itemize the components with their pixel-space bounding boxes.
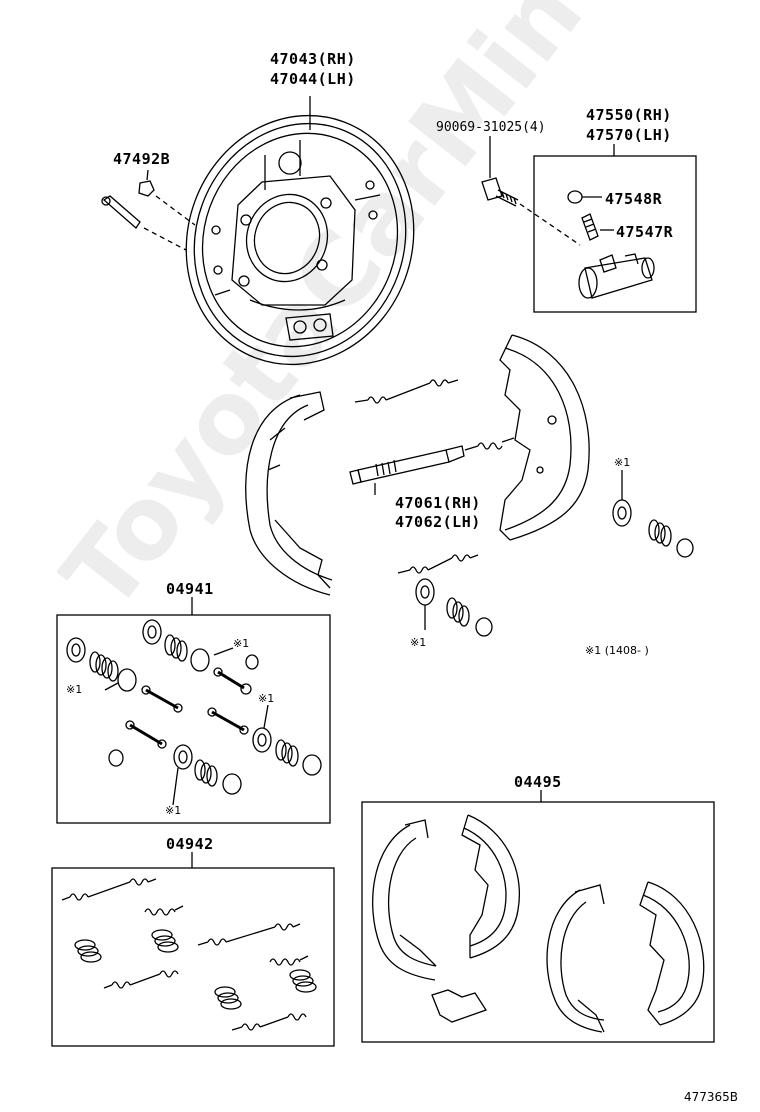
dashed-guide [143, 195, 196, 251]
shoe-kit-parts[interactable] [372, 814, 705, 1033]
spring-kit-parts[interactable] [61, 878, 317, 1031]
plug-part[interactable] [101, 180, 155, 229]
label-cup-kit[interactable]: 04941 [166, 580, 214, 598]
return-spring-lower[interactable] [397, 554, 479, 574]
label-shoe-kit[interactable]: 04495 [514, 773, 562, 791]
label-adjuster-lh[interactable]: 47062(LH) [395, 513, 481, 531]
figure-number: 477365B [683, 1090, 738, 1104]
date-note: ※1 (1408- ) [585, 644, 649, 657]
star-mark-kit-1: ※1 [233, 637, 250, 650]
hold-down-cup-right[interactable] [612, 499, 632, 527]
bleeder-cap-part[interactable] [567, 190, 602, 204]
label-wheel-cylinder-lh[interactable]: 47570(LH) [586, 126, 672, 144]
label-adjuster-rh[interactable]: 47061(RH) [395, 494, 481, 512]
wheel-cylinder-box [533, 155, 697, 313]
star-mark-kit-2: ※1 [66, 683, 83, 696]
label-wheel-cylinder-rh[interactable]: 47550(RH) [586, 106, 672, 124]
cup-kit-leaders [104, 647, 269, 806]
label-bolt[interactable]: 90069-31025(4) [436, 120, 546, 135]
spring-kit-box [51, 867, 335, 1047]
star-mark-right: ※1 [614, 456, 631, 469]
brake-shoe-left[interactable] [245, 391, 333, 596]
dashed-guide-bolt [519, 203, 581, 246]
brake-shoe-right[interactable] [499, 334, 590, 541]
label-spring-kit[interactable]: 04942 [166, 835, 214, 853]
cup-kit-box [56, 614, 331, 824]
adjuster-part[interactable] [349, 445, 465, 485]
label-plug[interactable]: 47492B [113, 150, 171, 168]
return-spring-upper[interactable] [354, 379, 459, 404]
star-mark-kit-4: ※1 [165, 804, 182, 817]
adjuster-spring[interactable] [464, 437, 515, 451]
hold-down-spring-mid[interactable] [446, 597, 493, 637]
star-mark-mid: ※1 [410, 636, 427, 649]
bleeder-plug-part[interactable] [581, 213, 614, 241]
label-bleeder-cap[interactable]: 47548R [605, 190, 663, 208]
backing-plate[interactable] [152, 83, 449, 396]
label-backing-plate-rh[interactable]: 47043(RH) [270, 50, 356, 68]
hold-down-spring-right[interactable] [648, 519, 694, 558]
star-mark-kit-3: ※1 [258, 692, 275, 705]
cup-kit-parts[interactable] [66, 619, 322, 795]
shoe-kit-box [361, 801, 715, 1043]
wheel-cylinder-part[interactable] [578, 253, 655, 299]
bolt-part[interactable] [481, 177, 519, 207]
label-bleeder-plug[interactable]: 47547R [616, 223, 674, 241]
hold-down-cup-mid[interactable] [415, 578, 435, 606]
label-backing-plate-lh[interactable]: 47044(LH) [270, 70, 356, 88]
leader-plug [146, 169, 149, 181]
